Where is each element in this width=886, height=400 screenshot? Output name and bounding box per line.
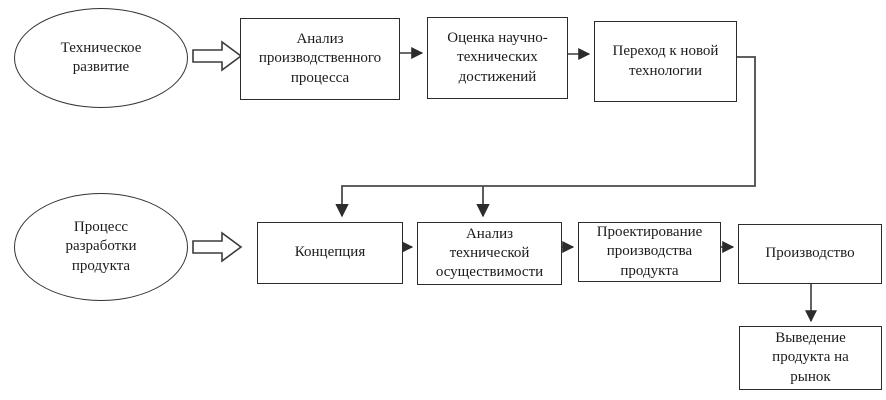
box-technical-feasibility-analysis: Анализ технической осуществимости — [417, 222, 562, 285]
box-new-technology-transition-label: Переход к новой технологии — [612, 43, 719, 79]
box-production-label: Производство — [765, 245, 855, 262]
box-market-launch-label: Выведение продукта на рынок — [772, 330, 849, 385]
box-production-process-analysis-label: Анализ производственного процесса — [258, 31, 382, 86]
box-concept: Концепция — [257, 222, 403, 284]
box-new-technology-transition: Переход к новой технологии — [594, 21, 737, 102]
box-production-design-label: Проектирование производства продукта — [596, 224, 703, 279]
oval-product-development-process-label: Процесс разработки продукта — [65, 219, 137, 274]
block-arrow-icon — [192, 231, 243, 263]
oval-technical-development: Техническое развитие — [14, 8, 188, 108]
box-production: Производство — [738, 224, 882, 284]
oval-technical-development-label: Техническое развитие — [60, 39, 142, 75]
box-production-design: Проектирование производства продукта — [578, 222, 721, 282]
oval-product-development-process: Процесс разработки продукта — [14, 193, 188, 301]
connector-line — [335, 56, 756, 218]
box-technical-feasibility-analysis-label: Анализ технической осуществимости — [435, 225, 544, 281]
box-concept-label: Концепция — [294, 244, 366, 261]
block-arrow-icon — [192, 40, 243, 72]
box-market-launch: Выведение продукта на рынок — [739, 326, 882, 390]
box-scientific-achievements-evaluation-label: Оценка научно- технических достижений — [447, 30, 548, 85]
box-production-process-analysis: Анализ производственного процесса — [240, 18, 400, 100]
box-scientific-achievements-evaluation: Оценка научно- технических достижений — [427, 17, 568, 99]
